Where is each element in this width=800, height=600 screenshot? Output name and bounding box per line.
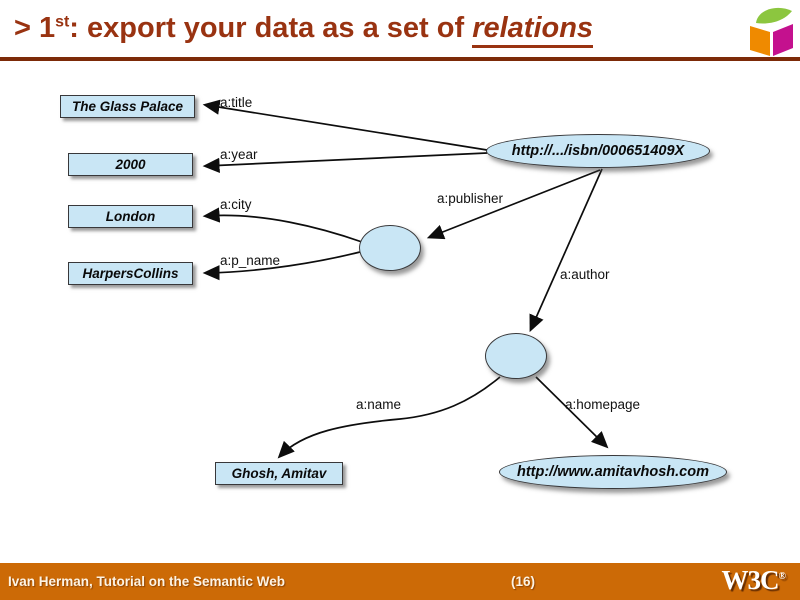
w3c-logo-registered-mark: ® [778, 571, 786, 582]
node-year-2000: 2000 [68, 153, 193, 176]
node-harperscollins: HarpersCollins [68, 262, 193, 285]
edge-label-a-homepage: a:homepage [565, 397, 641, 412]
node-label: http://.../isbn/000651409X [511, 143, 685, 159]
w3c-logo: W3C® [722, 565, 786, 596]
node-glass-palace: The Glass Palace [60, 95, 195, 118]
cube-logo-icon [750, 7, 793, 56]
title-emphasis: relations [472, 12, 594, 48]
node-london: London [68, 205, 193, 228]
arrow-a-homepage [535, 376, 609, 449]
node-label: 2000 [115, 157, 146, 172]
footer-author-text: Ivan Herman, Tutorial on the Semantic We… [8, 574, 286, 589]
node-blank-publisher [359, 225, 421, 271]
node-isbn-uri: http://.../isbn/000651409X [486, 134, 710, 168]
arrow-a-publisher [426, 169, 601, 240]
diagram-arrows [202, 99, 609, 459]
edge-label-a-title: a:title [220, 95, 253, 110]
arrow-a-title [202, 99, 488, 151]
title-middle: : export your data as a set of [69, 12, 473, 44]
node-label: HarpersCollins [82, 266, 179, 281]
rdf-graph-diagram: The Glass Palace 2000 London HarpersColl… [0, 62, 800, 562]
page-number: (16) [510, 574, 535, 589]
edge-label-a-p-name: a:p_name [220, 253, 281, 268]
edge-label-a-city: a:city [220, 197, 252, 212]
footer-bar: Ivan Herman, Tutorial on the Semantic We… [0, 563, 800, 600]
arrow-a-author [529, 168, 603, 333]
node-label: London [105, 209, 156, 224]
page-title: > 1st: export your data as a set of rela… [14, 12, 744, 48]
edge-label-a-author: a:author [560, 267, 610, 282]
arrow-a-year [202, 152, 488, 174]
w3c-logo-text: W3C [721, 565, 780, 595]
edge-label-a-publisher: a:publisher [437, 191, 504, 206]
arrow-a-city [202, 207, 363, 243]
title-rule [0, 57, 800, 61]
arrow-a-p-name [202, 251, 361, 281]
arrow-a-name [277, 376, 501, 459]
title-superscript: st [55, 13, 70, 31]
node-label: http://www.amitavhosh.com [516, 464, 709, 480]
node-homepage-uri: http://www.amitavhosh.com [499, 455, 727, 489]
node-label: Ghosh, Amitav [231, 466, 327, 481]
node-ghosh-amitav: Ghosh, Amitav [215, 462, 343, 485]
node-label: The Glass Palace [71, 99, 184, 114]
node-blank-author [485, 333, 547, 379]
edge-label-a-year: a:year [220, 147, 258, 162]
title-prefix: > 1 [14, 12, 56, 44]
edge-label-a-name: a:name [356, 397, 402, 412]
